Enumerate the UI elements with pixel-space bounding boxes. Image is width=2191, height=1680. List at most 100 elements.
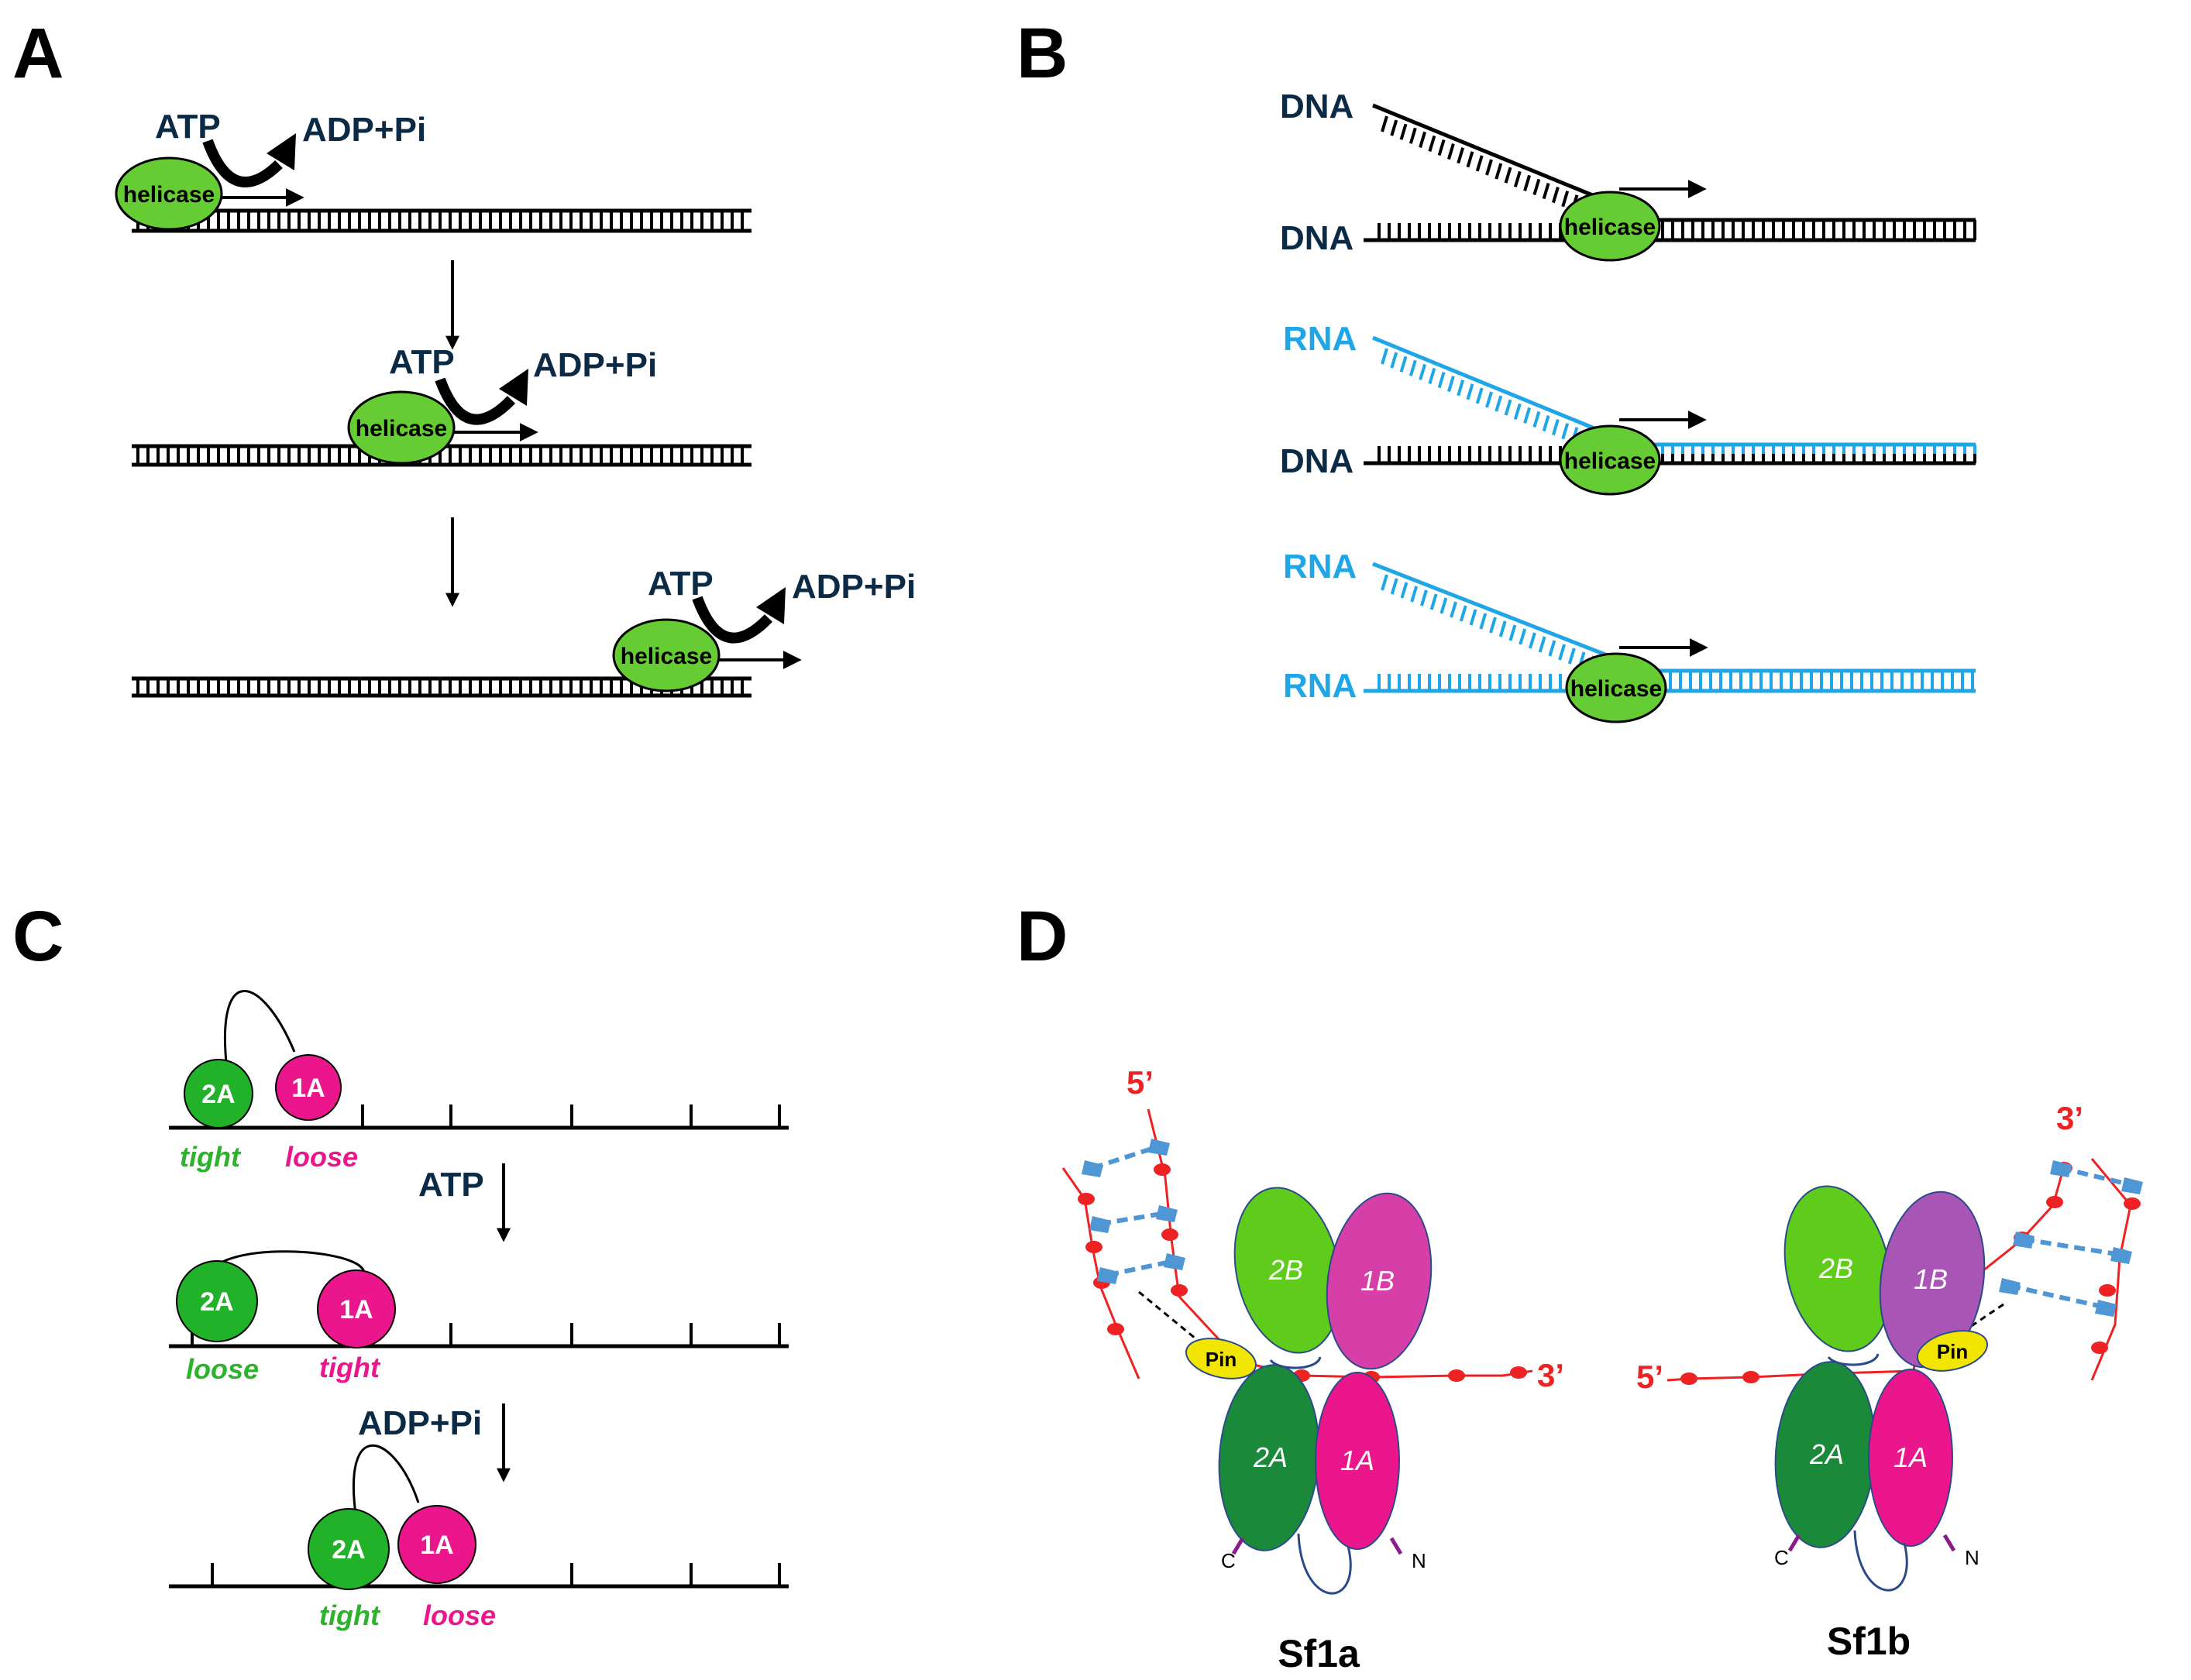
rna-label: RNA [1283, 667, 1357, 705]
domain-1a-label: 1A [1893, 1441, 1928, 1473]
base-tick [1542, 182, 1550, 200]
domain-2a-label: 2A [200, 1287, 233, 1317]
c-terminus-label: C [1774, 1546, 1789, 1569]
base-pairs [1999, 1160, 2143, 1317]
base-tick [1523, 174, 1532, 191]
five-prime-label: 5’ [1126, 1064, 1154, 1101]
panel-label-b: B [1016, 14, 1068, 93]
base-tick [1408, 359, 1417, 376]
base-tick [1459, 605, 1467, 622]
track-ticks [361, 1105, 781, 1128]
domain-2a-label: 2A [201, 1080, 235, 1109]
base-block [1148, 1139, 1170, 1156]
domain-2b-label: 2B [1818, 1252, 1853, 1284]
base-tick [1485, 159, 1493, 176]
pin-contact [1138, 1290, 1209, 1351]
helicase-label: helicase [1564, 448, 1656, 474]
track-ticks [211, 1563, 781, 1586]
dna-label: DNA [1280, 442, 1353, 480]
sf1b-caption: Sf1b [1827, 1620, 1911, 1663]
domain-1a [397, 1505, 476, 1584]
panel-label-d: D [1016, 897, 1068, 976]
loose-label: loose [186, 1353, 259, 1385]
base-tick [1457, 380, 1465, 397]
adp-pi-label: ADP+Pi [792, 568, 916, 606]
nucleotide [1161, 1228, 1178, 1241]
panel-c: 2A 1A tight loose ATP 2A 1A loose tight … [169, 990, 789, 1631]
base-tick [1542, 414, 1550, 432]
strand-backbone [1372, 103, 1612, 205]
panel-a: ATP ADP+Pi helicase ATP ADP+Pi helicase … [115, 108, 916, 698]
atp-label: ATP [648, 565, 714, 603]
base-block [2121, 1177, 2143, 1194]
dsdna-ladder [132, 444, 752, 467]
panel-label-c: C [12, 897, 64, 976]
pin-label: Pin [1206, 1348, 1237, 1371]
domain-linker [1853, 1530, 1908, 1592]
helicase-label: helicase [123, 182, 215, 208]
helicase-body [612, 618, 721, 692]
base-tick [1479, 613, 1488, 630]
base-tick [1428, 367, 1436, 385]
base-tick [1408, 127, 1417, 144]
base-pair-bond [2023, 1237, 2122, 1257]
base-tick [1494, 163, 1503, 180]
base-tick [1466, 151, 1474, 168]
arrowhead [267, 133, 296, 170]
base-tick [1400, 582, 1408, 599]
c-terminus-label: C [1221, 1549, 1236, 1572]
helicase-label: helicase [1570, 676, 1662, 702]
base-block [2050, 1160, 2072, 1177]
base-tick [1446, 376, 1455, 393]
arrowhead [499, 369, 528, 406]
splayed-strand-bases [1381, 115, 1598, 219]
helicase-body [1559, 424, 1661, 496]
base-tick [1567, 648, 1576, 665]
base-tick [1513, 170, 1522, 187]
nucleotide [1171, 1284, 1188, 1297]
atp-label: ATP [155, 108, 221, 146]
adp-pi-label: ADP+Pi [302, 111, 426, 149]
nucleotide [1448, 1369, 1465, 1382]
base-tick [1485, 391, 1493, 408]
nucleotide [1510, 1366, 1527, 1379]
nucleotide [2099, 1284, 2116, 1297]
base-tick [1519, 628, 1527, 645]
base-pair-bond [1107, 1259, 1175, 1277]
base-block [1089, 1216, 1111, 1233]
base-tick [1523, 407, 1532, 424]
base-tick [1390, 119, 1398, 136]
n-terminus-label: N [1965, 1546, 1979, 1569]
nucleotide [1085, 1241, 1102, 1253]
base-tick [1498, 620, 1507, 637]
base-tick [1561, 191, 1570, 208]
nucleotide [1742, 1371, 1759, 1383]
base-tick [1551, 187, 1560, 204]
splayed-strand-bases [1381, 574, 1605, 676]
three-prime-label: 3’ [1537, 1357, 1564, 1393]
pin-domain [1916, 1330, 1989, 1372]
helicase-label: helicase [621, 644, 712, 669]
domain-1a-label: 1A [420, 1531, 453, 1560]
base-tick [1561, 423, 1570, 440]
domain-linker [1827, 1353, 1880, 1366]
atp-label: ATP [389, 343, 455, 381]
base-block [2095, 1300, 2117, 1317]
base-tick [1508, 624, 1517, 641]
tight-label: tight [180, 1141, 242, 1173]
n-terminus [1389, 1537, 1403, 1555]
nucleotide [1078, 1193, 1095, 1205]
nucleotide [1107, 1323, 1124, 1335]
base-pair-bond [2060, 1166, 2133, 1187]
domain-2b-label: 2B [1268, 1254, 1303, 1286]
nucleotide [2046, 1196, 2063, 1208]
linker [224, 990, 296, 1063]
base-tick [1410, 586, 1419, 603]
base-block [1156, 1205, 1178, 1222]
base-tick [1419, 363, 1427, 380]
domain-1a-label: 1A [339, 1295, 373, 1324]
five-prime-label: 5’ [1636, 1359, 1663, 1395]
base-tick [1439, 597, 1448, 614]
domain-2a-label: 2A [1253, 1441, 1288, 1473]
domain-1b-label: 1B [1360, 1265, 1395, 1297]
